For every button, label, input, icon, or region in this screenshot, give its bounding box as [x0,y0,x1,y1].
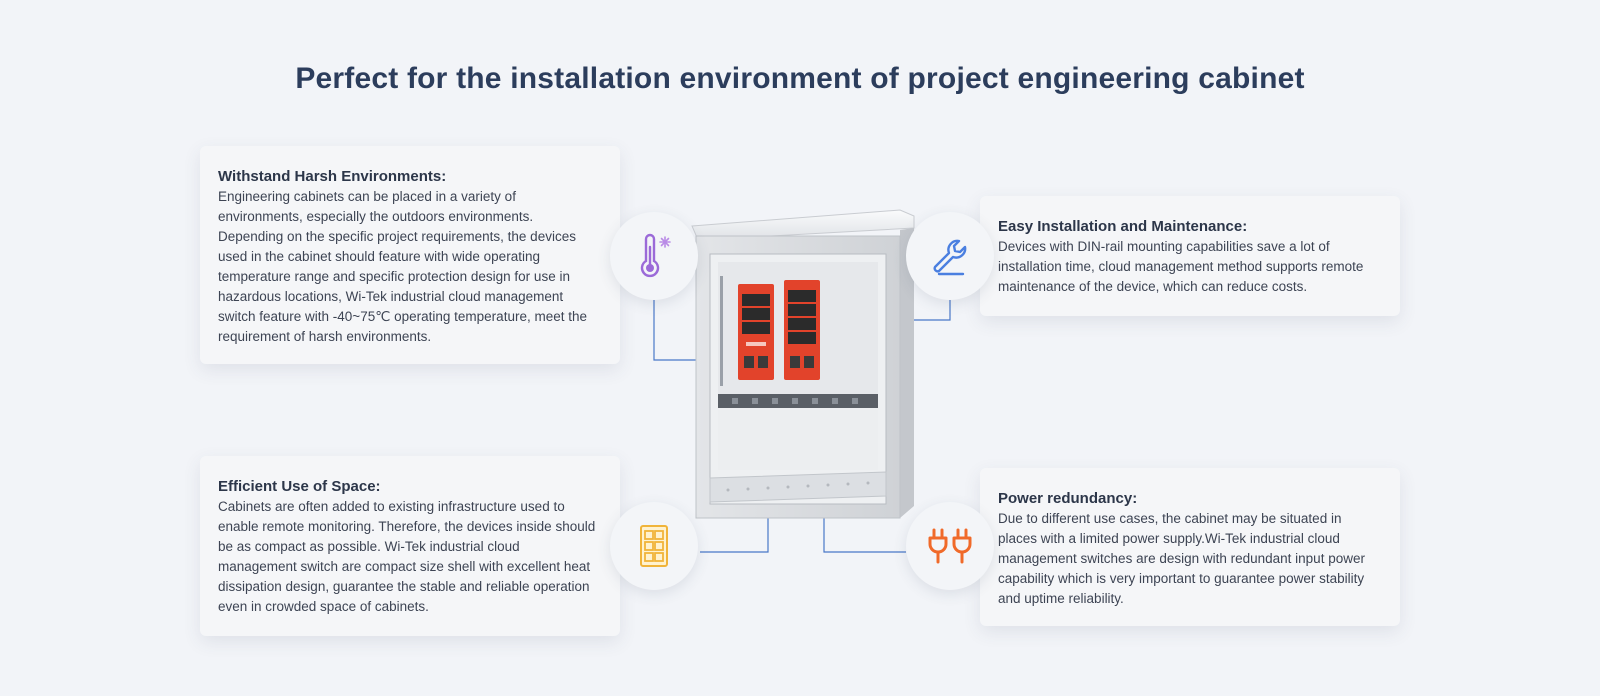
card-efficient-space: Efficient Use of Space: Cabinets are oft… [200,456,620,636]
card-harsh-environments: Withstand Harsh Environments: Engineerin… [200,146,620,364]
engineering-cabinet-illustration [691,209,915,519]
card-heading: Power redundancy: [998,490,1138,507]
card-heading: Withstand Harsh Environments: [218,168,447,185]
page-title: Perfect for the installation environment… [295,62,1305,95]
card-heading: Efficient Use of Space: [218,478,381,495]
card-body: Devices with DIN-rail mounting capabilit… [998,239,1364,294]
thermometer-snowflake-icon [610,212,698,300]
card-body: Cabinets are often added to existing inf… [218,499,596,614]
switch-unit-right [784,280,820,380]
card-body: Due to different use cases, the cabinet … [998,511,1365,606]
card-power-redundancy: Power redundancy: Due to different use c… [980,468,1400,626]
power-plug-icon [906,502,994,590]
wrench-icon [906,212,994,300]
card-body: Engineering cabinets can be placed in a … [218,189,587,344]
card-easy-installation: Easy Installation and Maintenance: Devic… [980,196,1400,316]
card-heading: Easy Installation and Maintenance: [998,218,1248,235]
compact-modules-icon [610,502,698,590]
switch-unit-left [738,284,774,380]
